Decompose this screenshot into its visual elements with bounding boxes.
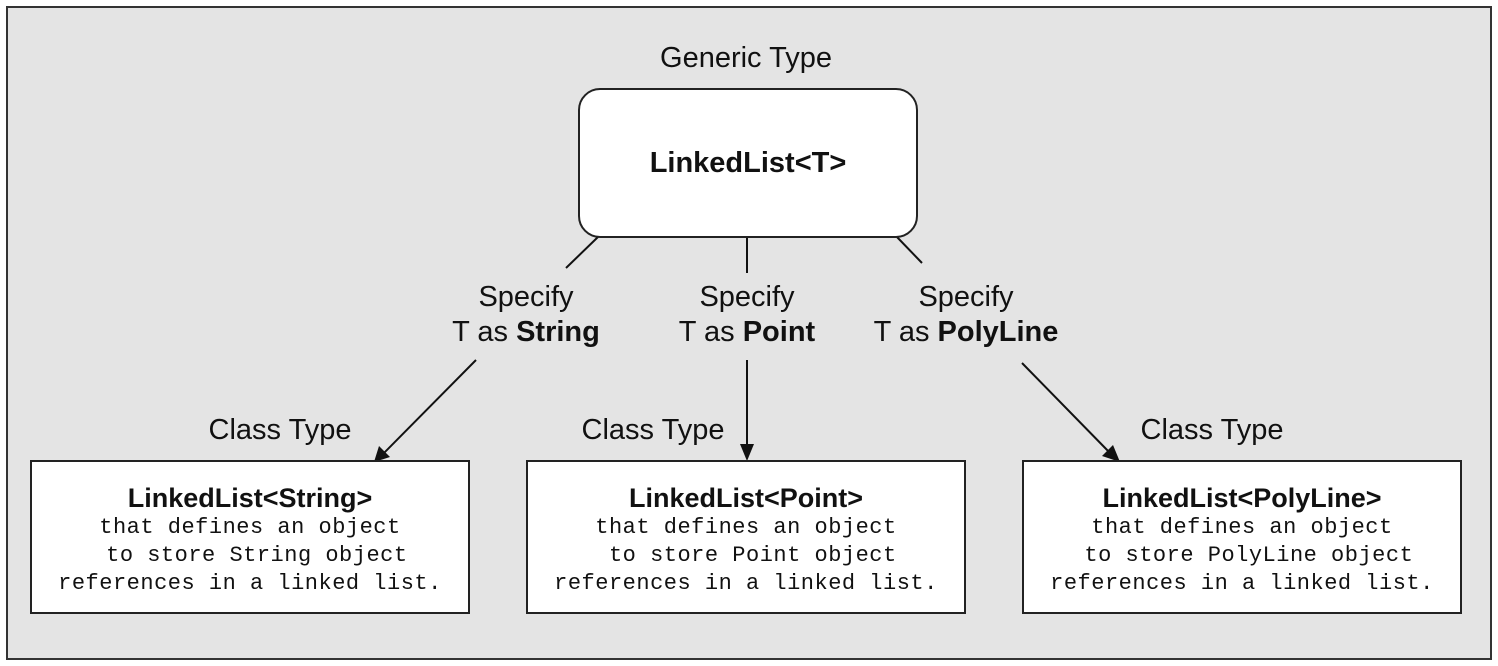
class-type-caption-string: Class Type — [208, 414, 352, 446]
arrowhead-point — [740, 444, 754, 461]
class-description-line: to store PolyLine object — [1070, 543, 1414, 568]
class-description-line: to store Point object — [595, 543, 897, 568]
class-description-line: that defines an object — [99, 515, 401, 540]
type-point: Point — [742, 316, 816, 348]
specify-text: Specify — [918, 281, 1014, 313]
generic-type-name: LinkedList<T> — [649, 146, 847, 179]
class-type-caption-point: Class Type — [581, 414, 725, 446]
arrowhead-polyline — [1102, 445, 1120, 462]
t-as-text: T as — [873, 316, 938, 348]
arrowhead-string — [374, 446, 390, 462]
generic-type-caption: Generic Type — [660, 42, 832, 74]
specify-polyline-label: Specify T as PolyLine — [860, 280, 1072, 350]
class-box-string: LinkedList<String> that defines an objec… — [30, 460, 470, 614]
connector-polyline-upper — [895, 235, 923, 264]
specify-point-label: Specify T as Point — [640, 280, 854, 350]
class-description-line: references in a linked list. — [58, 571, 442, 596]
connector-string-upper — [565, 235, 600, 269]
class-name: LinkedList<String> — [127, 483, 373, 513]
class-description-line: references in a linked list. — [1050, 571, 1434, 596]
class-box-polyline: LinkedList<PolyLine> that defines an obj… — [1022, 460, 1462, 614]
type-string: String — [516, 316, 600, 348]
arrow-to-polyline — [1021, 362, 1113, 456]
class-description-line: references in a linked list. — [554, 571, 938, 596]
class-description-line: to store String object — [92, 543, 408, 568]
class-description-line: that defines an object — [595, 515, 897, 540]
class-name: LinkedList<Point> — [628, 483, 864, 513]
class-box-point: LinkedList<Point> that defines an object… — [526, 460, 966, 614]
type-polyline: PolyLine — [937, 316, 1059, 348]
arrow-to-string — [379, 359, 477, 458]
specify-text: Specify — [699, 281, 795, 313]
specify-text: Specify — [478, 281, 574, 313]
class-name: LinkedList<PolyLine> — [1102, 483, 1382, 513]
class-description-line: that defines an object — [1091, 515, 1393, 540]
t-as-text: T as — [678, 316, 743, 348]
class-type-caption-polyline: Class Type — [1140, 414, 1284, 446]
generic-type-box: LinkedList<T> — [578, 88, 918, 238]
specify-string-label: Specify T as String — [420, 280, 632, 350]
t-as-text: T as — [452, 316, 517, 348]
